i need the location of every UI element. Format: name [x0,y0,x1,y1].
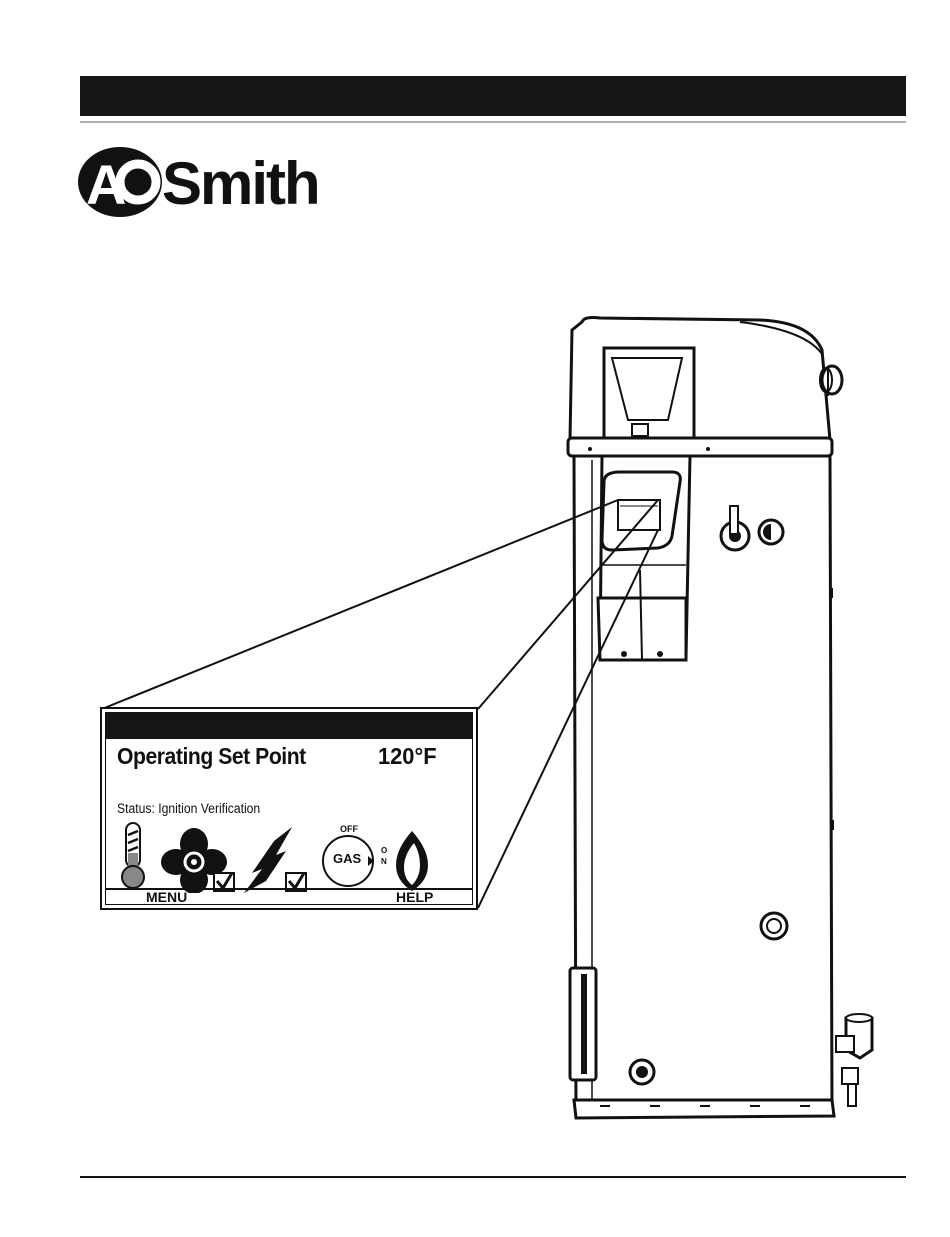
header-bar [80,76,906,116]
status-icons [106,821,474,893]
header-rule [80,121,906,123]
brand-logo: A Smith [78,146,353,218]
svg-text:Smith: Smith [162,150,319,217]
display-screen: Operating Set Point 120°F Status: Igniti… [105,712,473,905]
gas-on-label-o: O [381,846,387,855]
relief-valve-icon [836,1014,872,1106]
gas-label: GAS [333,851,361,866]
gas-on-label-n: N [381,857,387,866]
drain-icon [630,1060,654,1084]
status-text: Status: Ignition Verification [117,801,260,816]
flame-icon [396,831,428,891]
port-icon [759,520,783,544]
set-point-label: Operating Set Point [117,743,306,770]
soft-key-bar: MENU HELP [106,888,472,904]
thermometer-icon [122,823,144,888]
menu-soft-key[interactable]: MENU [146,889,187,905]
port-icon [761,913,787,939]
help-soft-key[interactable]: HELP [396,889,433,905]
gas-off-label: OFF [340,824,358,834]
vent-coil-icon [820,366,842,396]
control-display: Operating Set Point 120°F Status: Igniti… [100,707,478,910]
footer-rule [80,1176,906,1178]
set-point-value: 120°F [378,743,437,770]
water-heater-illustration [560,310,890,1130]
display-header-bar [106,713,472,739]
ignition-spark-icon [244,827,292,893]
